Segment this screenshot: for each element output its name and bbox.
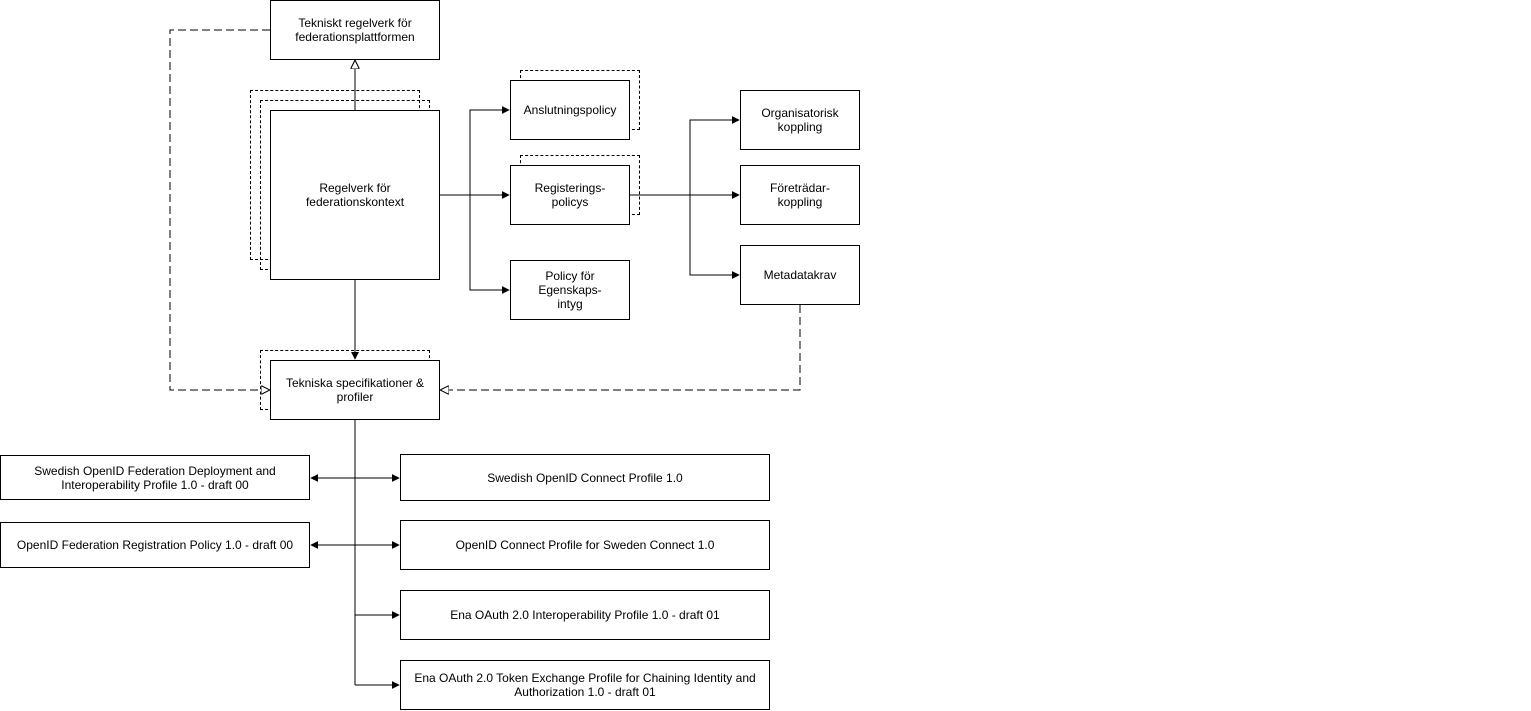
node-tekniskt-regelverk[interactable]: Tekniskt regelverk för federationsplattf…: [270, 0, 440, 60]
node-anslutningspolicy[interactable]: Anslutningspolicy: [510, 80, 630, 140]
edge-regelverk-to-anslutningspolicy: [469, 106, 510, 195]
edge-regelverk-to-policy-egenskapsintyg: [469, 195, 510, 294]
node-regelverk-federationskontext[interactable]: Regelverk för federationskontext: [270, 110, 440, 280]
node-swedish-oid-connect-profile[interactable]: Swedish OpenID Connect Profile 1.0: [400, 454, 770, 501]
node-tekniska-specifikationer[interactable]: Tekniska specifikationer & profiler: [270, 360, 440, 420]
edge-registreringspolicys-to-metadatakrav: [689, 195, 740, 279]
node-registreringspolicys[interactable]: Registerings- policys: [510, 165, 630, 225]
node-ena-oauth-interoperability[interactable]: Ena OAuth 2.0 Interoperability Profile 1…: [400, 590, 770, 640]
edge-registreringspolicys-to-organisatorisk-koppling: [689, 116, 740, 195]
node-organisatorisk-koppling[interactable]: Organisatorisk koppling: [740, 90, 860, 150]
node-oid-connect-profile-sweden-connect[interactable]: OpenID Connect Profile for Sweden Connec…: [400, 520, 770, 570]
node-metadatakrav[interactable]: Metadatakrav: [740, 245, 860, 305]
node-foretradarkoppling[interactable]: Företrädar- koppling: [740, 165, 860, 225]
node-policy-egenskapsintyg[interactable]: Policy för Egenskaps- intyg: [510, 260, 630, 320]
node-oid-federation-registration-policy[interactable]: OpenID Federation Registration Policy 1.…: [0, 522, 310, 568]
node-ena-oauth-token-exchange[interactable]: Ena OAuth 2.0 Token Exchange Profile for…: [400, 660, 770, 710]
node-swedish-oid-federation-deployment[interactable]: Swedish OpenID Federation Deployment and…: [0, 455, 310, 500]
